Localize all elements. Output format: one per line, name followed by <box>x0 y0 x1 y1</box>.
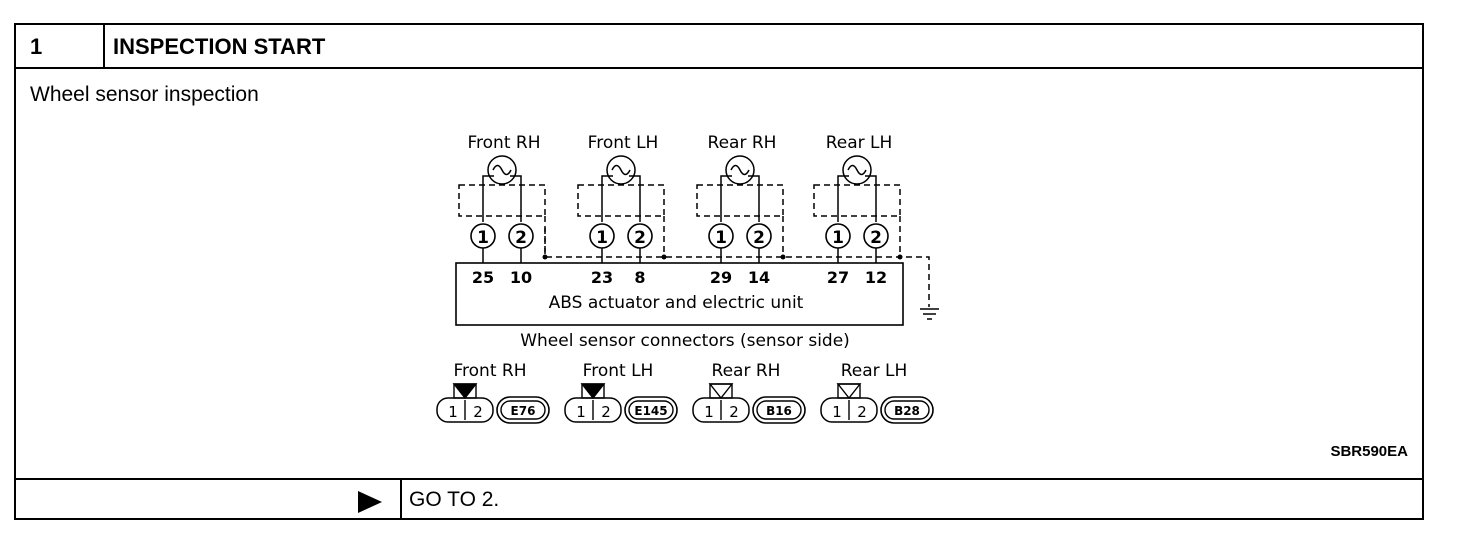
sensor-wire <box>837 175 849 222</box>
sensor-coil-icon <box>606 155 636 185</box>
sensor-shield-box <box>577 184 665 217</box>
connector-label-0: Front RH <box>454 361 527 381</box>
sensor-coil-icon <box>725 155 755 185</box>
step-result-row: GO TO 2. <box>16 478 1422 518</box>
sensor-label-1: Front LH <box>588 133 659 153</box>
shield-line <box>544 228 930 307</box>
sensor-label-0: Front RH <box>468 133 541 153</box>
right-arrow-icon <box>358 491 382 513</box>
connector-code-inner <box>500 400 546 420</box>
figure-code: SBR590EA <box>1330 443 1408 460</box>
pin-number: 2 <box>634 228 646 248</box>
connector-code: E145 <box>634 404 667 418</box>
connector-code: B28 <box>894 404 920 418</box>
sensor-shield-box <box>458 184 546 217</box>
sensor-wire <box>629 175 641 222</box>
junction-dot <box>542 254 548 260</box>
connector-key <box>837 383 861 399</box>
step-title: INSPECTION START <box>105 25 1422 69</box>
sensor-wire <box>482 175 494 222</box>
junction-dot <box>897 254 903 260</box>
connector-code-badge <box>880 396 934 424</box>
pin-number: 1 <box>596 228 608 248</box>
connector-label-3: Rear LH <box>841 361 908 381</box>
connector-code-inner <box>756 400 802 420</box>
connector-pin-1: 1 <box>832 403 842 421</box>
connector-pin-1: 1 <box>704 403 714 421</box>
sensor-wire <box>510 175 522 222</box>
terminal-number: 8 <box>634 268 645 287</box>
connector-pin-2: 2 <box>729 403 739 421</box>
sensor-wire <box>720 175 732 222</box>
sensor-shield-box <box>813 184 901 217</box>
abs-unit-label: ABS actuator and electric unit <box>549 293 804 313</box>
connectors-title: Wheel sensor connectors (sensor side) <box>520 331 850 351</box>
connector-code: B16 <box>766 404 792 418</box>
pin-number: 2 <box>753 228 765 248</box>
go-to-link[interactable]: GO TO 2. <box>409 488 500 511</box>
sensor-wire <box>748 175 760 222</box>
step-number: 1 <box>16 25 105 69</box>
sine-wave-icon <box>492 164 512 176</box>
terminal-number: 29 <box>710 268 732 287</box>
sensor-coil-icon <box>487 155 517 185</box>
connector-key-triangle <box>708 383 734 400</box>
pin-number: 1 <box>832 228 844 248</box>
terminal-number: 10 <box>510 268 532 287</box>
abs-unit-box <box>455 262 904 326</box>
connector-code-badge <box>496 396 550 424</box>
connector-code-badge <box>624 396 678 424</box>
sensor-shield-box <box>696 184 784 217</box>
pin-number: 1 <box>477 228 489 248</box>
inspection-step-table: 1 INSPECTION START Wheel sensor inspecti… <box>14 23 1424 520</box>
connector-label-1: Front LH <box>583 361 654 381</box>
junction-dot <box>780 254 786 260</box>
connector-label-2: Rear RH <box>712 361 781 381</box>
connector-housing <box>436 397 494 423</box>
junction-dot <box>661 254 667 260</box>
sine-wave-icon <box>611 164 631 176</box>
pin-number: 2 <box>870 228 882 248</box>
terminal-number: 12 <box>865 268 887 287</box>
connector-pin-2: 2 <box>857 403 867 421</box>
connector-housing <box>820 397 878 423</box>
connector-key-triangle <box>836 383 862 400</box>
connector-housing <box>692 397 750 423</box>
connector-key <box>709 383 733 399</box>
terminal-number: 27 <box>827 268 849 287</box>
sensor-wire <box>601 175 613 222</box>
connector-pin-2: 2 <box>601 403 611 421</box>
sensor-label-2: Rear RH <box>708 133 777 153</box>
connector-code-inner <box>628 400 674 420</box>
terminal-number: 23 <box>591 268 613 287</box>
sine-wave-icon <box>730 164 750 176</box>
connector-pin-1: 1 <box>448 403 458 421</box>
connector-key-triangle <box>452 383 478 400</box>
connector-code-badge <box>752 396 806 424</box>
pin-number: 2 <box>515 228 527 248</box>
sensor-coil-icon <box>842 155 872 185</box>
terminal-number: 25 <box>472 268 494 287</box>
connector-code-inner <box>884 400 930 420</box>
pin-number: 1 <box>715 228 727 248</box>
connector-pin-2: 2 <box>473 403 483 421</box>
connector-key-triangle <box>580 383 606 400</box>
step-instruction: Wheel sensor inspection <box>30 83 259 106</box>
sensor-label-3: Rear LH <box>826 133 893 153</box>
terminal-number: 14 <box>748 268 770 287</box>
sine-wave-icon <box>847 164 867 176</box>
sensor-wire <box>865 175 877 222</box>
result-arrow-cell <box>16 480 402 518</box>
connector-housing <box>564 397 622 423</box>
connector-code: E76 <box>511 404 536 418</box>
connector-pin-1: 1 <box>576 403 586 421</box>
